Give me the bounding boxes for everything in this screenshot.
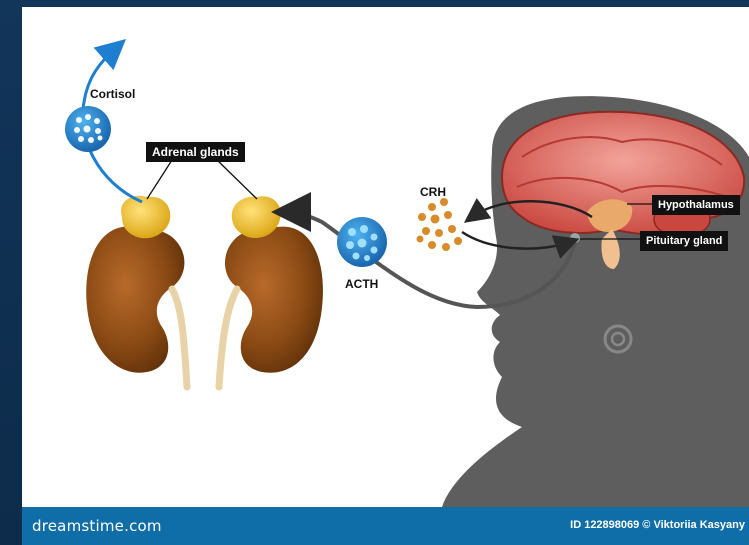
diagram-canvas: Cortisol Adrenal glands CRH ACTH Hypotha… bbox=[22, 7, 749, 507]
right-kidney bbox=[225, 227, 323, 373]
pituitary-gland-label: Pituitary gland bbox=[640, 231, 728, 251]
image-credit: ID 122898069 © Viktoriia Kasyany bbox=[570, 519, 745, 531]
cortisol-label: Cortisol bbox=[90, 87, 135, 101]
crh-label: CRH bbox=[420, 185, 446, 199]
acth-label: ACTH bbox=[345, 277, 378, 291]
footer-bar: dreamstime.com ID 122898069 © Viktoriia … bbox=[22, 507, 749, 545]
crh-particles bbox=[417, 198, 463, 251]
diagram-illustration bbox=[22, 7, 749, 507]
left-kidney bbox=[86, 227, 184, 373]
hypothalamus-label: Hypothalamus bbox=[652, 195, 740, 215]
pituitary-gland bbox=[570, 233, 580, 243]
adrenal-glands-label: Adrenal glands bbox=[146, 142, 245, 162]
brand-watermark: dreamstime.com bbox=[32, 517, 162, 535]
